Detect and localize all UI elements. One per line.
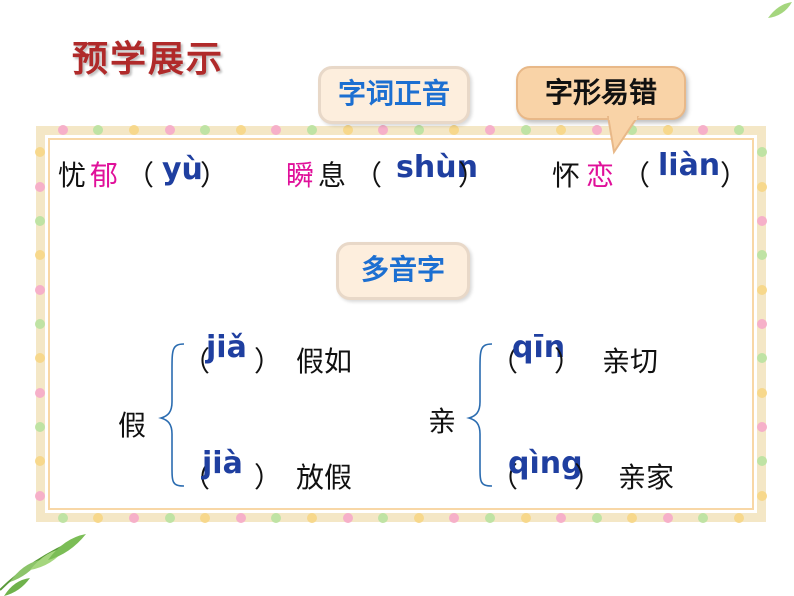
word-char-highlight: 郁	[90, 159, 119, 192]
callout-typo: 字形易错	[516, 66, 686, 156]
frame-left-decoration	[35, 135, 45, 513]
word-item-1: 忧 郁 （ yù ）	[58, 152, 298, 192]
brace-icon	[466, 343, 493, 487]
polyphonic-char: 假	[118, 409, 147, 442]
section-label-pronunciation: 字词正音	[318, 66, 470, 124]
reading-word: 放假	[296, 461, 353, 494]
reading-word: 亲家	[618, 461, 675, 494]
paren-open: （	[490, 345, 519, 378]
reading-row: （ qìng ） 亲家	[490, 446, 714, 494]
paren-close: ）	[720, 159, 749, 192]
word-char: 息	[318, 159, 347, 192]
paren-open: （	[182, 461, 211, 494]
leaf-decoration-icon	[768, 2, 792, 18]
paren-open: （	[126, 159, 155, 192]
pinyin: qīn	[512, 330, 566, 365]
paren-open: （	[490, 461, 519, 494]
section-label-typo: 字形易错	[516, 66, 686, 120]
content-frame	[35, 125, 767, 523]
reading-word: 假如	[296, 345, 353, 378]
pinyin: jià	[202, 446, 243, 481]
word-char: 忧	[58, 159, 87, 192]
pinyin: jiǎ	[206, 330, 247, 365]
paren-close: ）	[200, 159, 229, 192]
word-char-highlight: 恋	[586, 159, 615, 192]
paren-open: （	[182, 345, 211, 378]
callout-pointer-icon	[606, 116, 640, 155]
brace-icon	[158, 343, 185, 487]
pinyin: liàn	[658, 148, 721, 183]
paren-close: ）	[254, 345, 283, 378]
reading-row: （ qīn ） 亲切	[490, 330, 714, 378]
paren-close: ）	[574, 461, 603, 494]
paren-open: （	[354, 159, 383, 192]
polyphonic-char: 亲	[428, 405, 457, 438]
frame-bottom-decoration	[45, 513, 757, 523]
paren-close: ）	[254, 461, 283, 494]
paren-close: ）	[458, 159, 487, 192]
leaf-decoration-icon	[0, 534, 86, 596]
pinyin: qìng	[508, 446, 583, 481]
reading-word: 亲切	[602, 345, 659, 378]
word-char-highlight: 瞬	[286, 159, 315, 192]
pinyin: shùn	[396, 150, 478, 185]
word-item-2: 瞬 息 （ shùn ）	[286, 150, 506, 192]
reading-row: （ jiǎ ） 假如	[182, 330, 406, 378]
page-title: 预学展示	[72, 39, 225, 80]
paren-open: （	[622, 159, 651, 192]
word-char: 怀	[552, 159, 581, 192]
word-item-3: 怀 恋 （ liàn ）	[552, 148, 752, 192]
paren-close: ）	[554, 345, 583, 378]
frame-top-decoration	[45, 125, 757, 135]
section-label-polyphonic: 多音字	[336, 242, 470, 300]
pinyin: yù	[162, 152, 203, 187]
reading-row: （ jià ） 放假	[182, 446, 406, 494]
frame-right-decoration	[757, 135, 767, 513]
